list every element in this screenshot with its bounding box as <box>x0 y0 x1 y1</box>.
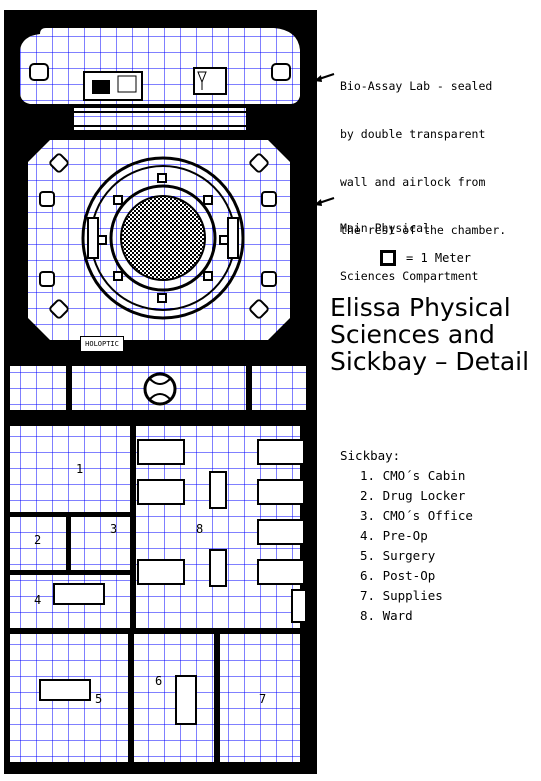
room-number-1: 1 <box>76 462 84 476</box>
list-item: 8. Ward <box>360 608 413 623</box>
title-line: Sciences and <box>330 320 495 349</box>
room-number-4: 4 <box>34 593 42 607</box>
scale-square-icon <box>380 250 396 266</box>
sickbay <box>10 420 307 768</box>
main-physical-sciences-compartment <box>28 140 290 340</box>
list-item: 3. CMO´s Office <box>360 508 473 523</box>
main-physical-annotation: Main Physical Sciences Compartment <box>340 188 478 300</box>
list-item: 4. Pre-Op <box>360 528 428 543</box>
annotation-line: the rest of the chamber. <box>340 223 507 237</box>
list-item: 5. Surgery <box>360 548 436 563</box>
annotation-line: Bio-Assay Lab - sealed <box>340 79 493 93</box>
annotation-line: Sciences Compartment <box>340 269 479 283</box>
arrow-left-icon <box>314 197 335 206</box>
cross-corridor <box>10 366 306 410</box>
holoptic-label: HOLOPTIC <box>80 336 124 352</box>
title-line: Sickbay – Detail <box>330 347 530 376</box>
scale-text: = 1 Meter <box>406 251 472 265</box>
annotation-line: wall and airlock from <box>340 175 486 189</box>
room-number-2: 2 <box>34 533 42 547</box>
room-number-6: 6 <box>155 674 163 688</box>
sickbay-heading: Sickbay: <box>340 448 401 463</box>
map-title: Elissa Physical Sciences and Sickbay – D… <box>330 294 529 375</box>
room-number-3: 3 <box>110 522 118 536</box>
airlock-corridor <box>74 108 246 130</box>
room-number-5: 5 <box>95 692 103 706</box>
sickbay-key: Sickbay: 1. CMO´s Cabin 2. Drug Locker 3… <box>340 446 473 626</box>
arrow-icons <box>314 73 335 206</box>
scale-legend: = 1 Meter <box>380 250 471 266</box>
room-number-7: 7 <box>259 692 267 706</box>
list-item: 6. Post-Op <box>360 568 436 583</box>
annotation-line: Main Physical <box>340 221 431 235</box>
arrow-left-icon <box>314 73 335 82</box>
room-number-8: 8 <box>196 522 204 536</box>
bio-assay-annotation: Bio-Assay Lab - sealed by double transpa… <box>340 46 506 254</box>
list-item: 2. Drug Locker <box>360 488 466 503</box>
annotation-line: by double transparent <box>340 127 486 141</box>
list-item: 7. Supplies <box>360 588 443 603</box>
bio-assay-lab <box>20 28 300 104</box>
list-item: 1. CMO´s Cabin <box>360 468 466 483</box>
title-line: Elissa Physical <box>330 293 511 322</box>
